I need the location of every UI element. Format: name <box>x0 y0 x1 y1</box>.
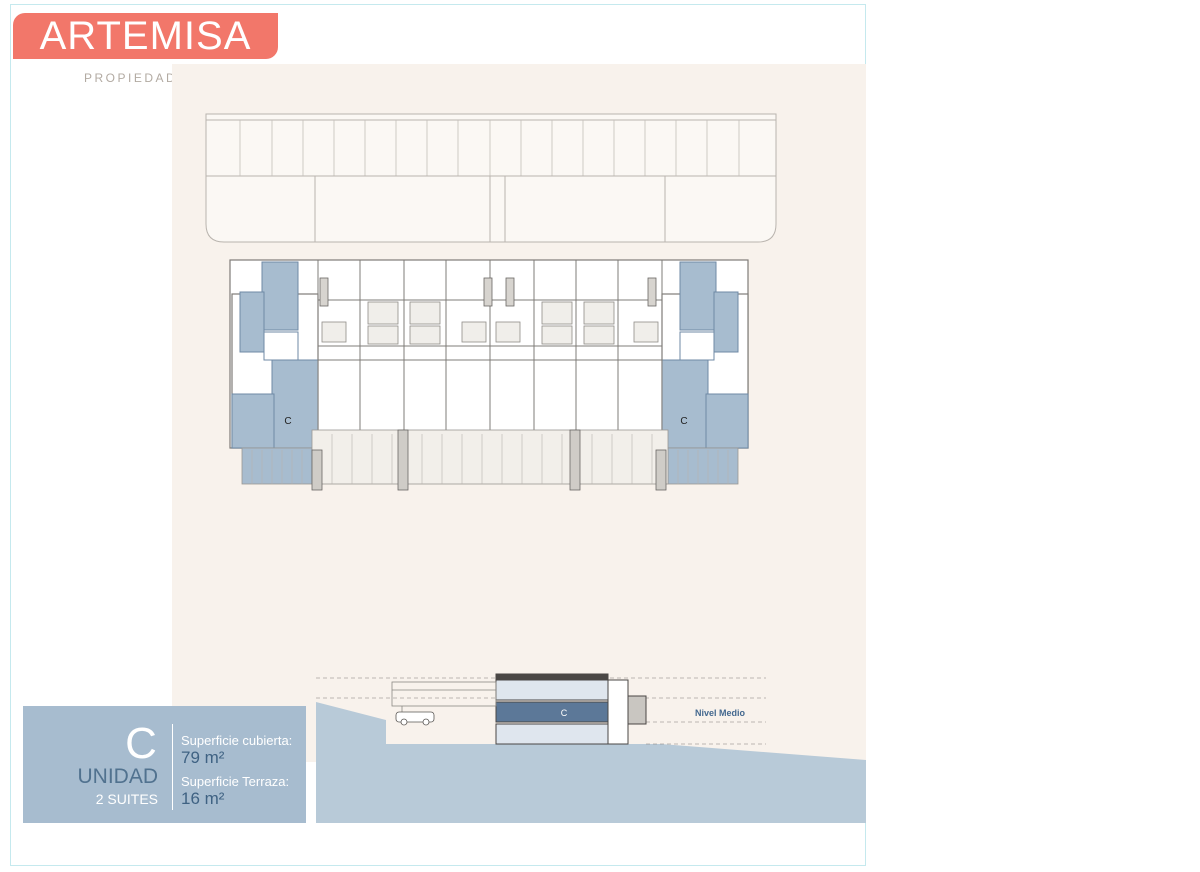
parking-area <box>205 113 777 243</box>
terrace-area-value: 16 m² <box>181 789 225 808</box>
unit-info-divider <box>172 724 173 810</box>
exterior-stairs <box>311 429 667 491</box>
brand-logo-text: ARTEMISA <box>39 14 252 58</box>
covered-area-value: 79 m² <box>181 748 225 767</box>
interior-walls <box>317 260 663 448</box>
unit-c-right <box>661 261 749 449</box>
car-icon <box>395 711 435 726</box>
stair-cores <box>319 277 657 307</box>
floor-plan: C C <box>205 113 777 491</box>
level-label: Nivel Medio <box>695 708 746 718</box>
section-unit-label: C <box>561 708 568 718</box>
parking-stalls <box>239 120 740 176</box>
unit-suites: 2 SUITES <box>95 791 158 807</box>
building-section: C <box>316 673 866 823</box>
covered-area-label: Superficie cubierta: <box>181 733 293 748</box>
brand-logo[interactable]: ARTEMISA <box>13 13 278 59</box>
unit-label-right: C <box>680 416 687 427</box>
unit-title: UNIDAD <box>77 765 158 788</box>
brand-subtitle: PROPIEDADES <box>84 71 199 85</box>
unit-info-panel <box>23 706 306 823</box>
terrace-area-label: Superficie Terraza: <box>181 774 290 789</box>
ramps <box>314 175 666 242</box>
bathrooms <box>321 301 659 345</box>
unit-label-left: C <box>284 416 291 427</box>
terraces <box>241 429 739 485</box>
terrain <box>316 702 866 823</box>
terrace-slats <box>251 434 729 484</box>
unit-letter: C <box>125 719 157 768</box>
section-floors <box>495 673 647 745</box>
